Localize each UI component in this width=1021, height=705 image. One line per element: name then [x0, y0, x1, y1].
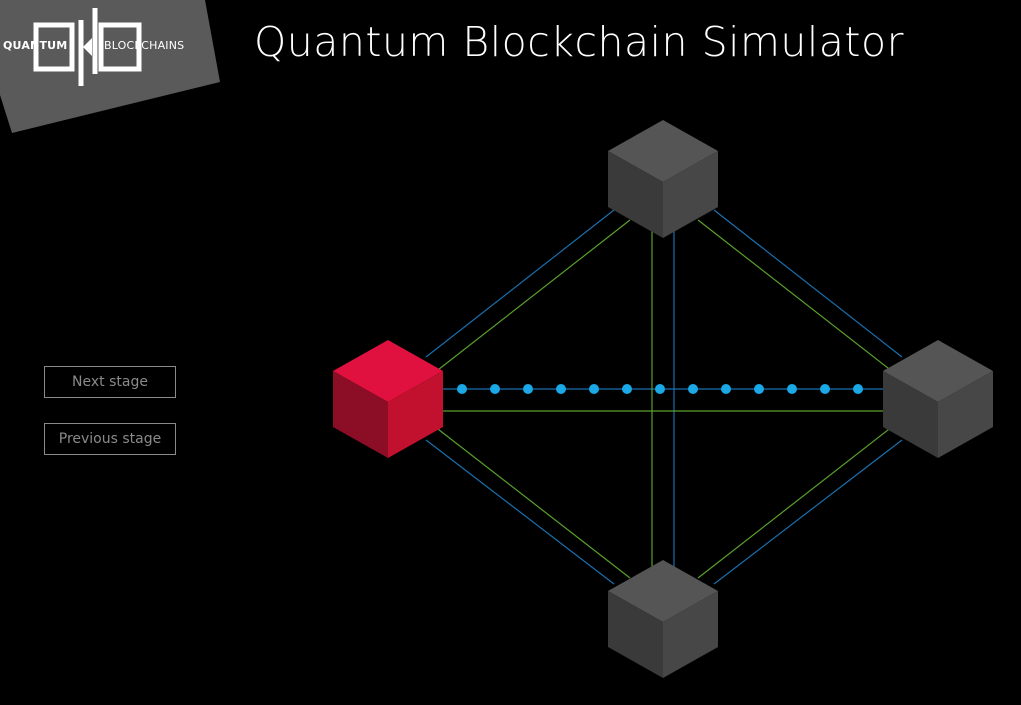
packet — [754, 384, 764, 394]
logo: QUANTUM BLOCKCHAINS — [0, 0, 230, 140]
link-left-bottom-blue — [425, 439, 615, 585]
packet — [622, 384, 632, 394]
packet — [457, 384, 467, 394]
link-left-top-blue — [425, 209, 615, 358]
packet — [556, 384, 566, 394]
logo-background — [0, 0, 220, 133]
next-stage-button[interactable]: Next stage — [44, 366, 176, 398]
packet — [820, 384, 830, 394]
packet — [655, 384, 665, 394]
packet — [688, 384, 698, 394]
packet — [853, 384, 863, 394]
node-top-cube[interactable] — [608, 120, 718, 238]
packet — [787, 384, 797, 394]
page-title: Quantum Blockchain Simulator — [254, 18, 904, 66]
node-bottom-cube[interactable] — [608, 560, 718, 678]
link-left-bottom-green — [433, 425, 631, 579]
link-bottom-right-blue — [713, 439, 903, 585]
node-left-cube[interactable] — [333, 340, 443, 458]
link-top-right-blue — [713, 209, 903, 358]
packet — [721, 384, 731, 394]
logo-wordmark-quantum: QUANTUM — [3, 39, 68, 52]
packet — [589, 384, 599, 394]
node-right-cube[interactable] — [883, 340, 993, 458]
blue-links — [425, 209, 903, 585]
green-links — [433, 219, 894, 579]
link-left-top-green — [433, 219, 631, 374]
packet — [523, 384, 533, 394]
link-top-right-green — [697, 219, 894, 373]
packet — [490, 384, 500, 394]
link-bottom-right-green — [697, 425, 894, 579]
packet-stream — [457, 384, 863, 394]
previous-stage-button[interactable]: Previous stage — [44, 423, 176, 455]
logo-wordmark-blockchains: BLOCKCHAINS — [104, 39, 185, 52]
